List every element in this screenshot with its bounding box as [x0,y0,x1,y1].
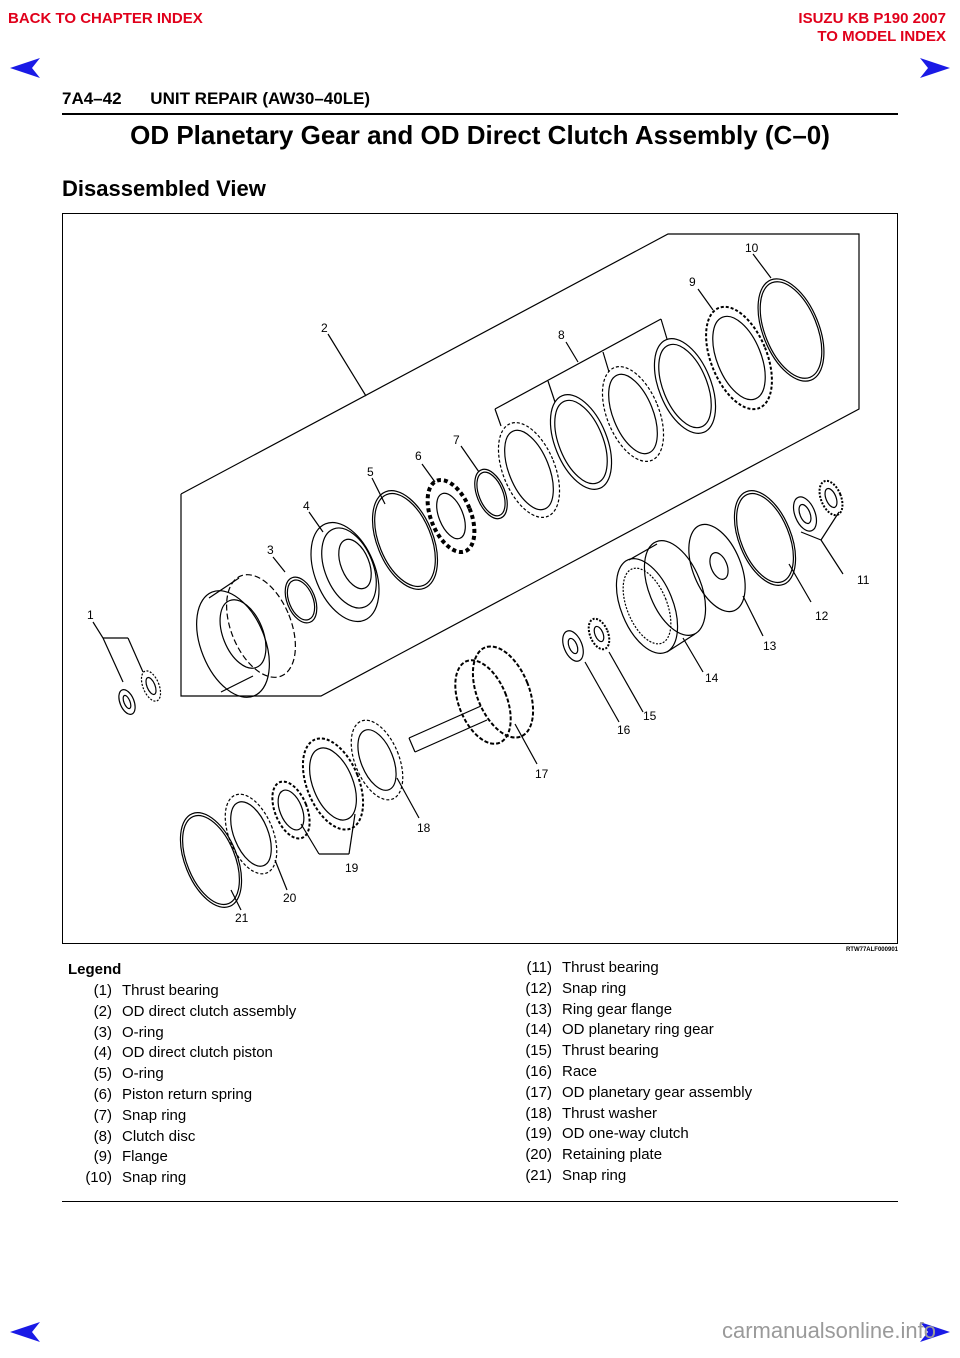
callout-21: 21 [235,911,249,925]
legend-item: (15)Thrust bearing [525,1042,659,1060]
callout-5: 5 [367,465,374,479]
page-code: 7A4–42 [62,89,122,108]
legend-item: (21)Snap ring [525,1166,627,1184]
legend-title: Legend [68,961,122,978]
callout-7: 7 [453,433,460,447]
legend-item: (1)Thrust bearing [93,982,219,999]
legend-item: (5)O-ring [93,1065,164,1083]
model-index-link[interactable]: ISUZU KB P190 2007 TO MODEL INDEX [798,10,946,46]
legend-item: (11)Thrust bearing [526,959,659,976]
legend-left-column: (1)Thrust bearing (2)OD direct clutch as… [68,981,296,1189]
callout-8: 8 [558,328,565,342]
legend-item: (8)Clutch disc [93,1127,196,1145]
callout-4: 4 [303,499,310,513]
legend-item: (13)Ring gear flange [525,1000,673,1018]
watermark[interactable]: carmanualsonline.info [721,1318,936,1343]
callout-14: 14 [705,671,719,685]
legend-item: (16)Race [525,1062,598,1080]
callout-18: 18 [417,821,431,835]
legend-item: (2)OD direct clutch assembly [93,1002,297,1020]
callout-11: 11 [857,573,870,587]
legend-item: (17)OD planetary gear assembly [525,1083,753,1101]
callout-3: 3 [267,543,274,557]
page-header: 7A4–42 UNIT REPAIR (AW30–40LE) [62,89,370,109]
subsection-title: Disassembled View [62,176,266,201]
legend-right-column: (11)Thrust bearing (12)Snap ring (13)Rin… [508,958,752,1187]
callout-1: 1 [87,608,94,622]
exploded-view-figure: 1 2 3 4 5 6 7 8 9 10 11 12 13 14 15 16 1… [62,213,898,944]
exploded-view-drawing: 1 2 3 4 5 6 7 8 9 10 11 12 13 14 15 16 1… [87,233,870,925]
legend-item: (4)OD direct clutch piston [93,1044,273,1062]
next-page-arrow-icon[interactable] [920,58,950,78]
callout-16: 16 [617,723,631,737]
callout-20: 20 [283,891,297,905]
legend-item: (14)OD planetary ring gear [525,1021,714,1039]
callout-9: 9 [689,275,696,289]
chapter-title: UNIT REPAIR (AW30–40LE) [150,89,371,108]
legend-item: (3)O-ring [93,1023,164,1041]
legend-item: (10)Snap ring [85,1169,187,1187]
section-title: OD Planetary Gear and OD Direct Clutch A… [130,120,830,150]
callout-19: 19 [345,861,359,875]
legend-item: (6)Piston return spring [93,1085,253,1103]
footer-rule [62,1201,898,1202]
callout-15: 15 [643,709,657,723]
to-model-index-label: TO MODEL INDEX [817,28,946,45]
prev-page-arrow-bottom-icon[interactable] [10,1322,40,1342]
callout-6: 6 [415,449,422,463]
callout-2: 2 [321,321,328,335]
callout-12: 12 [815,609,829,623]
legend-item: (9)Flange [93,1148,168,1166]
legend-item: (20)Retaining plate [525,1146,663,1164]
callout-13: 13 [763,639,777,653]
legend-item: (7)Snap ring [93,1106,187,1124]
callout-10: 10 [745,241,759,255]
next-page-arrow-bottom-icon[interactable] [920,1322,950,1342]
prev-page-arrow-icon[interactable] [10,58,40,78]
legend-item: (12)Snap ring [525,979,627,997]
figure-code: RTW77ALF000901 [845,947,898,953]
header-rule [62,113,898,115]
model-title: ISUZU KB P190 2007 [798,10,946,27]
legend-item: (18)Thrust washer [525,1104,658,1122]
back-to-chapter-index-link[interactable]: BACK TO CHAPTER INDEX [8,10,203,27]
callout-17: 17 [535,767,549,781]
assembly-outline [180,233,860,697]
legend-item: (19)OD one-way clutch [525,1125,689,1143]
